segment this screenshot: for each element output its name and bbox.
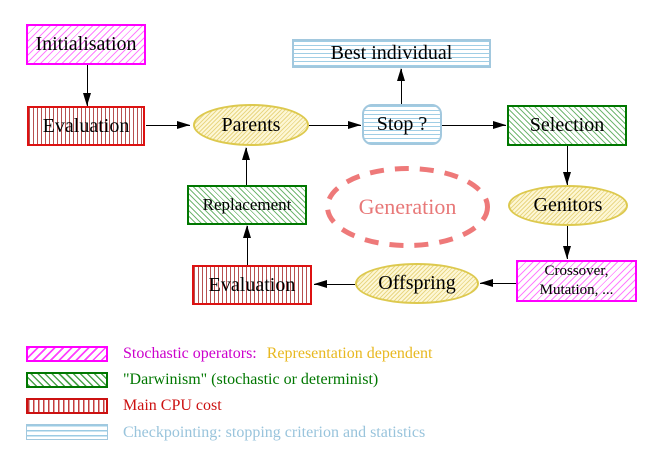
node-evaluation-bottom: Evaluation [192,265,312,305]
node-evaluation-top-label: Evaluation [42,114,130,137]
node-best-individual-label: Best individual [330,42,453,64]
arrow-initialisation-to-evaluation-head [83,93,91,106]
legend-swatch-red-vertical-stripes [26,398,108,414]
arrow-stop-to-best-individual-line [401,69,402,104]
arrow-replacement-to-parents-line [246,148,247,185]
legend-swatch-green-diagonal-hatch [26,372,108,388]
node-selection-label: Selection [529,114,605,136]
legend-label-stochastic-operators: Stochastic operators:Representation depe… [123,345,433,362]
arrow-parents-to-stop-line [309,125,361,126]
legend-label-checkpointing: Checkpointing: stopping criterion and st… [123,424,426,441]
arrow-evaluation-to-parents-head [177,121,190,129]
node-initialisation-label: Initialisation [35,33,137,55]
node-stop-label: Stop ? [376,113,428,135]
node-replacement-label: Replacement [202,195,292,214]
node-selection: Selection [507,105,627,146]
node-crossover-mutation-label: Crossover, Mutation, ... [539,263,614,298]
legend-swatch-cyan-horizontal-stripes [26,424,108,440]
arrow-evaluation-to-replacement-line [247,226,248,265]
arrow-offspring-to-evaluation-head [314,280,327,288]
arrow-stop-to-selection-line [442,125,506,126]
node-offspring-label: Offspring [378,272,456,294]
legend-swatch-magenta-diagonal-hatch [26,346,108,362]
arrow-parents-to-stop-head [348,121,361,129]
node-evaluation-bottom-label: Evaluation [208,273,296,296]
node-initialisation: Initialisation [26,24,146,65]
arrow-crossover-to-offspring-line [480,283,516,284]
arrow-genitors-to-crossover-line [567,226,568,259]
arrow-genitors-to-crossover-head [563,246,571,259]
arrow-stop-to-best-individual-head [397,68,405,81]
legend-label-main-cpu-cost: Main CPU cost [123,397,222,414]
generation-dashed-ellipse [325,166,490,248]
arrow-stop-to-selection-head [493,121,506,129]
arrow-offspring-to-evaluation-line [314,284,355,285]
arrow-selection-to-genitors-head [563,172,571,185]
arrow-crossover-to-offspring-head [480,279,493,287]
node-evaluation-top: Evaluation [27,106,145,146]
node-best-individual: Best individual [292,39,491,68]
node-crossover-mutation: Crossover, Mutation, ... [516,260,637,302]
arrow-initialisation-to-evaluation-line [87,65,88,106]
generation-label: Generation [358,194,457,219]
node-genitors-label: Genitors [533,194,603,216]
node-parents: Parents [193,104,309,146]
node-parents-label: Parents [221,113,281,136]
legend-label-darwinism: "Darwinism" (stochastic or determinist) [123,371,379,388]
arrow-evaluation-to-replacement-head [243,225,251,238]
arrow-selection-to-genitors-line [567,146,568,185]
node-genitors: Genitors [508,185,628,226]
arrow-replacement-to-parents-head [242,147,250,160]
node-offspring: Offspring [355,263,479,304]
node-stop: Stop ? [362,104,442,145]
node-replacement: Replacement [187,185,307,225]
arrow-evaluation-to-parents-line [146,125,190,126]
